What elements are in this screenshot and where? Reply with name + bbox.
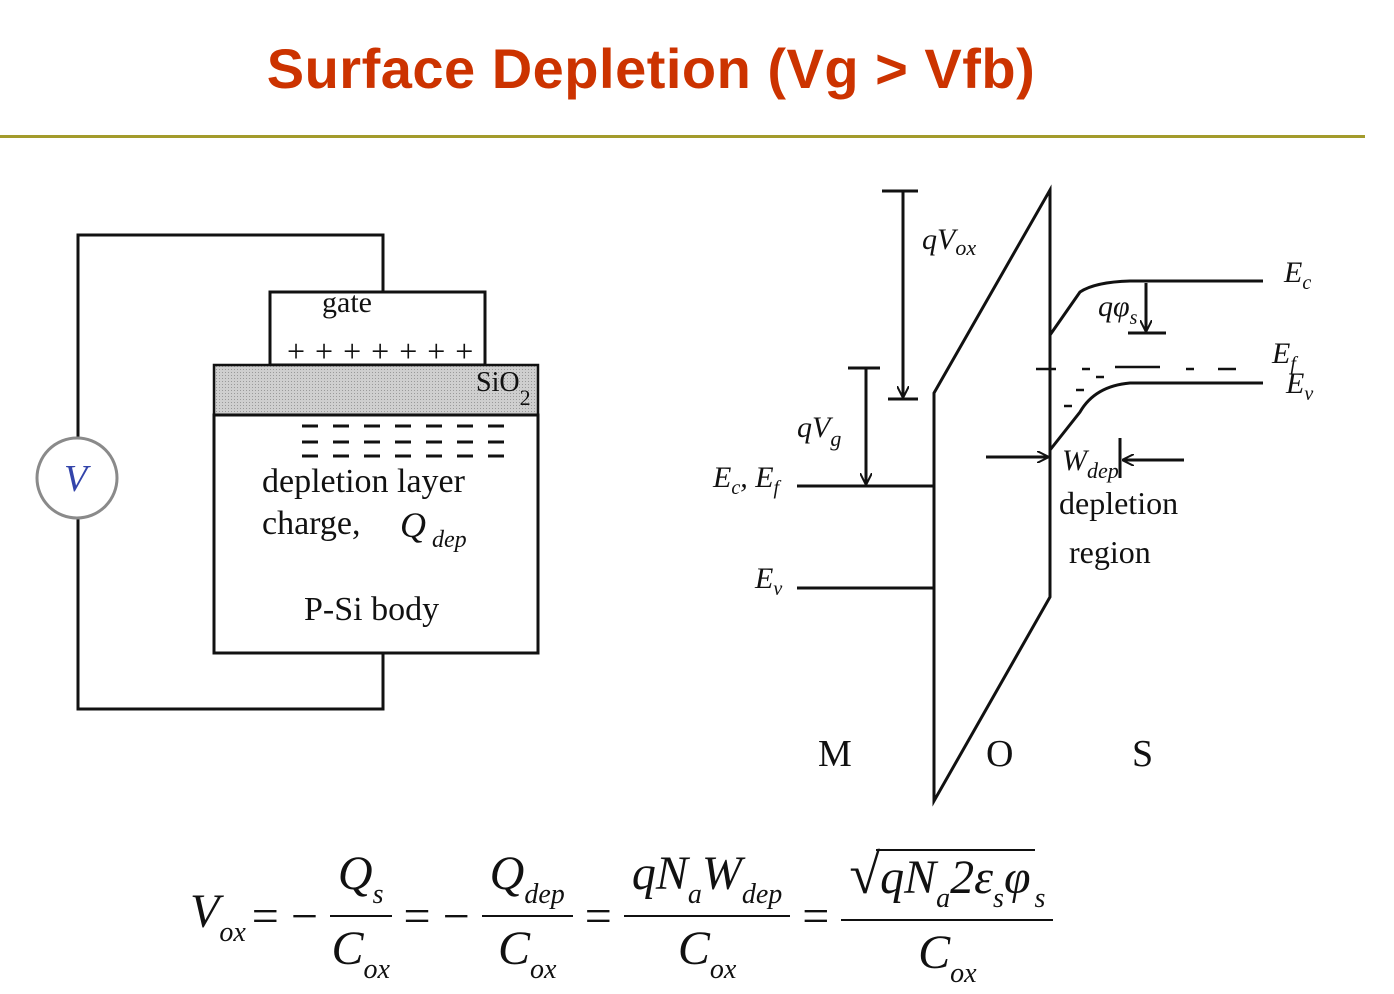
gate-label: gate xyxy=(322,286,372,319)
circuit-wire xyxy=(76,233,385,438)
mos-device-schematic xyxy=(35,233,540,711)
vox-equation: Vox = − Qs Cox = − Qdep Cox = qNaWdep Co… xyxy=(190,844,1059,989)
depletion-charges xyxy=(302,424,504,458)
semiconductor-region-label: S xyxy=(1132,733,1153,775)
eq-minus-1: − xyxy=(290,889,318,943)
depletion-layer-label: depletion layer xyxy=(262,463,466,500)
title-divider xyxy=(0,135,1365,138)
qphi-label: qφs xyxy=(1098,290,1138,329)
qvox-label: qVox xyxy=(922,223,976,260)
eq-sign-1: = xyxy=(251,889,279,943)
metal-region-label: M xyxy=(818,733,852,775)
circuit-wire-bottom xyxy=(76,518,385,711)
depletion-region-label-2: region xyxy=(1069,534,1151,570)
voltmeter-icon xyxy=(35,436,119,520)
metal-ev-label: Ev xyxy=(754,562,782,600)
oxide-band xyxy=(932,184,1052,807)
metal-ec-ef-label: Ec, Ef xyxy=(712,461,782,499)
depletion-charge-label: charge, xyxy=(262,505,360,542)
eq-sign-4: = xyxy=(802,889,830,943)
oxide-region-label: O xyxy=(986,733,1013,775)
eq-sign-2: = xyxy=(403,889,431,943)
band-diagram xyxy=(797,184,1263,807)
qvg-label: qVg xyxy=(797,411,841,451)
plus-charges: + + + + + + + xyxy=(287,333,474,369)
semiconductor-ec-label: Ec xyxy=(1283,256,1311,294)
depletion-region-label-1: depletion xyxy=(1059,485,1178,521)
eq-minus-2: − xyxy=(442,889,470,943)
eq-fraction-qdep: Qdep Cox xyxy=(481,846,573,986)
voltmeter-label: V xyxy=(64,458,91,500)
semiconductor-ev-label: Ev xyxy=(1285,367,1313,405)
semiconductor-ef-label: Ef xyxy=(1271,337,1298,375)
silicon-body xyxy=(212,413,540,655)
eq-sign-3: = xyxy=(584,889,612,943)
semiconductor-ef-dashed xyxy=(1036,365,1236,408)
body-label: P-Si body xyxy=(304,591,439,628)
wdep-label: Wdep xyxy=(1062,444,1119,483)
oxide-label: SiO2 xyxy=(476,367,531,410)
semiconductor-ev xyxy=(1048,381,1263,451)
eq-fraction-qnaw: qNaWdep Cox xyxy=(623,846,791,986)
eq-lhs: Vox xyxy=(190,884,246,948)
eq-fraction-qs: Qs Cox xyxy=(329,847,392,985)
slide-title: Surface Depletion (Vg > Vfb) xyxy=(266,37,1036,100)
semiconductor-ec xyxy=(1048,279,1263,336)
sqrt-symbol: √ xyxy=(849,843,881,906)
